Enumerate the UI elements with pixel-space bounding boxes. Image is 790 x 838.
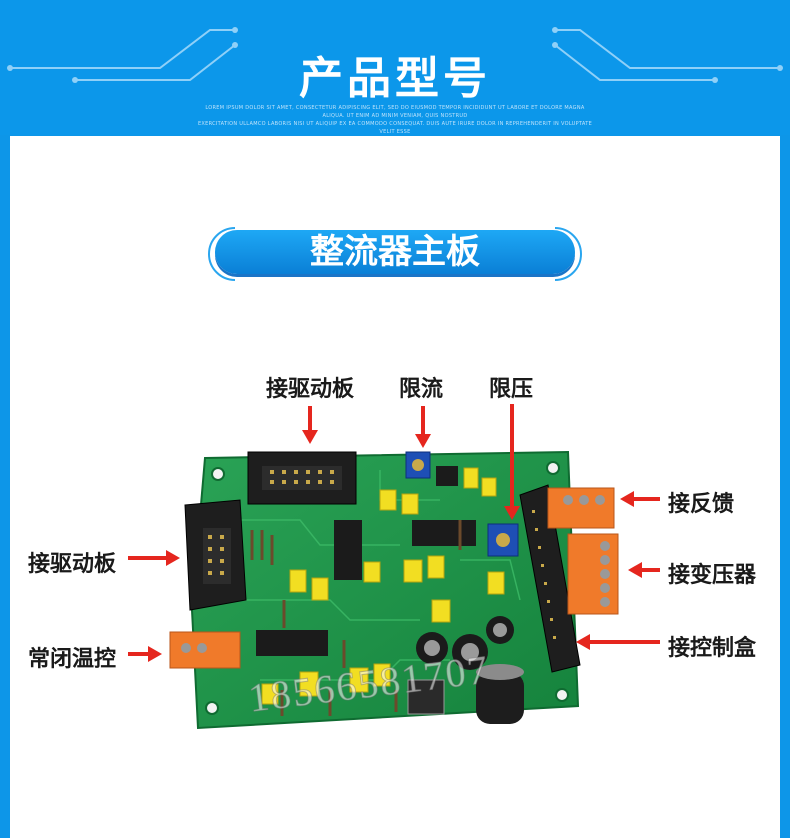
transformer-terminal xyxy=(567,533,619,615)
header-subtitle: LOREM IPSUM DOLOR SIT AMET, CONSECTETUR … xyxy=(195,104,595,136)
label-current-limit: 限流 xyxy=(399,377,444,402)
ic-chip xyxy=(412,520,476,546)
section-title-badge: 整流器主板 xyxy=(205,226,585,282)
circuit-lines-decoration xyxy=(7,27,783,83)
ic-chip xyxy=(436,466,458,486)
large-capacitor xyxy=(476,672,524,724)
label-drive-board-left: 接驱动板 xyxy=(28,552,117,577)
ic-chip xyxy=(256,630,328,656)
ic-chip xyxy=(334,520,362,580)
top-drive-connector xyxy=(247,451,357,505)
feedback-terminal xyxy=(547,487,615,529)
badge-outline-decoration xyxy=(207,227,583,281)
label-transformer: 接变压器 xyxy=(668,563,757,588)
control-box-connector xyxy=(519,484,581,673)
temp-control-terminal xyxy=(169,631,241,669)
voltage-limit-potentiometer xyxy=(487,523,519,557)
left-drive-connector xyxy=(184,499,247,611)
label-control-box: 接控制盒 xyxy=(668,636,757,661)
label-voltage-limit: 限压 xyxy=(489,377,534,402)
label-drive-board-top: 接驱动板 xyxy=(266,377,355,402)
label-nc-temp-control: 常闭温控 xyxy=(28,647,117,672)
callout-arrows xyxy=(128,404,660,662)
electrolytic-capacitors xyxy=(416,616,524,724)
label-feedback: 接反馈 xyxy=(668,492,735,517)
header-subtitle-line2: EXERCITATION ULLAMCO LABORIS NISI UT ALI… xyxy=(197,121,593,135)
header-banner: 产品型号 LOREM IPSUM DOLOR SIT AMET, CONSECT… xyxy=(0,0,790,135)
page-title: 产品型号 xyxy=(299,53,491,104)
current-limit-potentiometer xyxy=(405,451,431,479)
voltage-regulator xyxy=(407,679,445,715)
header-subtitle-line1: LOREM IPSUM DOLOR SIT AMET, CONSECTETUR … xyxy=(205,105,585,119)
section-title-pill: 整流器主板 xyxy=(215,230,575,274)
section-title: 整流器主板 xyxy=(310,232,480,272)
